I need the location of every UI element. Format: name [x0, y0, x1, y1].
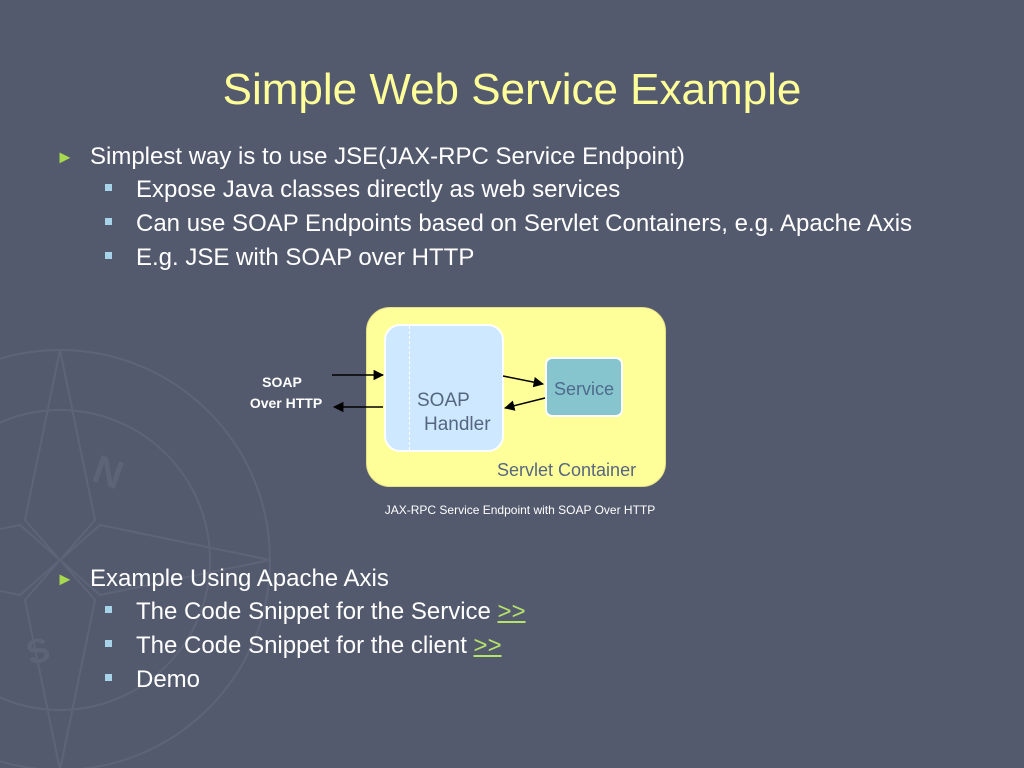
- client-snippet-link[interactable]: >>: [473, 632, 502, 659]
- diagram-caption: JAX-RPC Service Endpoint with SOAP Over …: [384, 503, 656, 517]
- square-bullet-icon: [105, 606, 112, 613]
- sub-bullet-service-snippet: The Code Snippet for the Service >>: [105, 597, 526, 627]
- sub-bullet-text: Can use SOAP Endpoints based on Servlet …: [136, 210, 913, 237]
- arrow-bullet-icon: ►: [56, 147, 74, 167]
- handler-label-line1: SOAP: [417, 390, 470, 411]
- square-bullet-icon: [105, 218, 112, 225]
- sub-bullet-demo: Demo: [105, 665, 201, 695]
- sub-bullet-text: The Code Snippet for the client: [136, 632, 474, 659]
- square-bullet-icon: [105, 674, 112, 681]
- bullet-jse: ► Simplest way is to use JSE(JAX-RPC Ser…: [56, 142, 685, 172]
- handler-divider: [409, 326, 410, 450]
- service-snippet-link[interactable]: >>: [497, 598, 526, 625]
- soap-handler-box: [384, 324, 504, 452]
- sub-bullet-jse-soap-http: E.g. JSE with SOAP over HTTP: [105, 243, 475, 273]
- sub-bullet-client-snippet: The Code Snippet for the client >>: [105, 631, 502, 661]
- sub-bullet-expose: Expose Java classes directly as web serv…: [105, 175, 621, 205]
- sub-bullet-text: The Code Snippet for the Service: [136, 598, 498, 625]
- square-bullet-icon: [105, 252, 112, 259]
- soap-label-line2: Over HTTP: [249, 395, 323, 411]
- servlet-container-label: Servlet Container: [497, 460, 637, 480]
- bullet-text: Simplest way is to use JSE(JAX-RPC Servi…: [90, 143, 685, 170]
- sub-bullet-soap-endpoints: Can use SOAP Endpoints based on Servlet …: [105, 209, 913, 239]
- soap-label-line1: SOAP: [262, 374, 302, 390]
- sub-bullet-text: Demo: [136, 666, 201, 693]
- arrow-bullet-icon: ►: [56, 569, 74, 589]
- square-bullet-icon: [105, 184, 112, 191]
- sub-bullet-text: E.g. JSE with SOAP over HTTP: [136, 244, 475, 271]
- bullet-text: Example Using Apache Axis: [90, 565, 389, 592]
- svg-text:N: N: [87, 447, 129, 498]
- svg-text:S: S: [22, 630, 54, 673]
- bullet-apache-axis: ► Example Using Apache Axis: [56, 564, 389, 594]
- slide-title: Simple Web Service Example: [222, 65, 802, 114]
- sub-bullet-text: Expose Java classes directly as web serv…: [136, 176, 621, 203]
- handler-label-line2: Handler: [424, 414, 491, 435]
- square-bullet-icon: [105, 640, 112, 647]
- service-box: Service: [545, 357, 623, 417]
